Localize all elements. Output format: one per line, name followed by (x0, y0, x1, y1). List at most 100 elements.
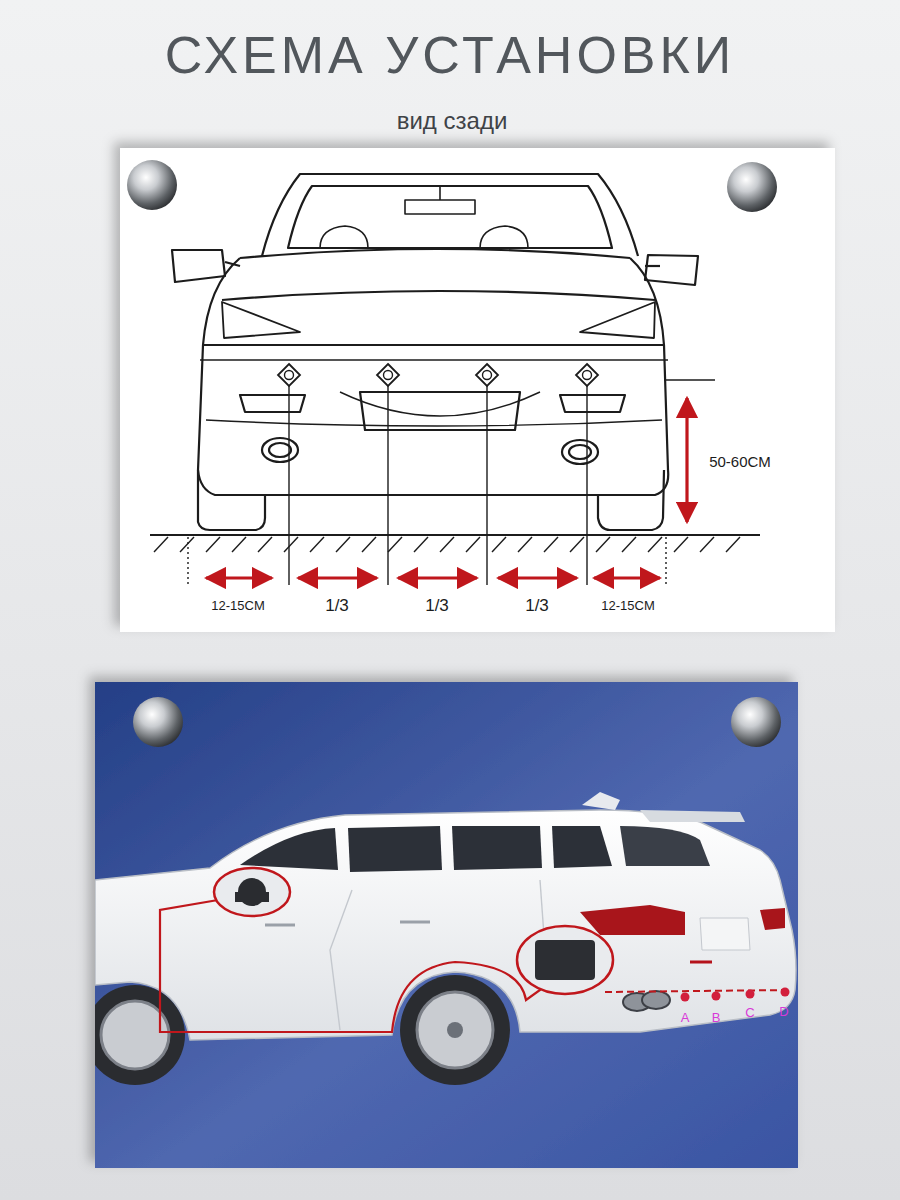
illustration-part (214, 868, 290, 916)
illustration-part (645, 255, 698, 285)
illustration-part (206, 576, 272, 579)
illustration-part (700, 918, 750, 950)
illustration-part (200, 359, 668, 360)
illustration-part (235, 892, 269, 902)
side-view-car (95, 792, 796, 1085)
blue-card (95, 682, 798, 1168)
hatch-stroke (544, 537, 558, 552)
hatch-stroke (466, 537, 480, 552)
illustration-part (101, 1001, 169, 1069)
sensor-diamond (476, 364, 498, 386)
illustration-part (203, 344, 664, 346)
sensor-ring (483, 371, 492, 380)
illustration-part (480, 226, 528, 248)
illustration-part (685, 398, 688, 522)
hatch-stroke (492, 537, 506, 552)
hatch-stroke (622, 537, 636, 552)
dimension-text: 50-60CM (709, 454, 771, 471)
hatch-stroke (362, 537, 376, 552)
illustration-part (447, 1022, 463, 1038)
illustration-part (452, 826, 542, 870)
illustration-part (645, 265, 660, 267)
illustration-part (781, 988, 790, 997)
sensor-ring (384, 371, 393, 380)
illustration-part (517, 926, 613, 994)
sensor-ring (583, 371, 592, 380)
hatch-stroke (310, 537, 324, 552)
sensor-guide (586, 386, 587, 585)
illustration-part (439, 186, 441, 200)
view-caption: вид сзади (397, 108, 508, 134)
dimension-arrows (206, 398, 687, 578)
sensor-diamond (377, 364, 399, 386)
illustration-part (150, 534, 760, 536)
sensor-mark (278, 364, 300, 585)
hatch-stroke (726, 537, 740, 552)
dimension-text: 1/3 (325, 597, 349, 616)
hatch-stroke (518, 537, 532, 552)
steel-pin (731, 697, 781, 747)
illustration-part (681, 993, 690, 1002)
illustration-part (348, 826, 442, 872)
illustration-part (160, 900, 548, 1032)
sensor-diamond (278, 364, 300, 386)
illustration-part (594, 576, 660, 579)
illustration-part (240, 828, 338, 870)
illustration-part (760, 908, 785, 930)
hatch-stroke (700, 537, 714, 552)
illustration-part (95, 985, 185, 1085)
hatch-stroke (154, 537, 168, 552)
dimension-text: 1/3 (525, 597, 549, 616)
illustration-part (172, 250, 225, 282)
illustration-part (417, 992, 493, 1068)
illustration-part (240, 395, 305, 412)
illustration-part (405, 200, 475, 214)
hatch-stroke (232, 537, 246, 552)
illustration-part (580, 302, 655, 338)
sensor-guide (387, 386, 388, 585)
illustration-part (240, 249, 630, 258)
hatch-stroke (596, 537, 610, 552)
sensor-guide (288, 386, 289, 585)
illustration-part (222, 302, 300, 338)
sensor-mark (476, 364, 498, 585)
hatch-stroke (648, 537, 662, 552)
illustration-part (288, 186, 612, 248)
hatch-stroke (570, 537, 584, 552)
illustration-part (552, 826, 612, 868)
sensor-letter: D (779, 1005, 788, 1019)
sensor-letter: A (681, 1011, 690, 1025)
sensor-letter: C (745, 1006, 754, 1020)
hatch-stroke (674, 537, 688, 552)
hatch-stroke (336, 537, 350, 552)
illustration-part (582, 792, 620, 810)
steel-pin (127, 160, 177, 210)
illustration-part (187, 537, 188, 585)
illustration-part (642, 991, 670, 1009)
hatch-stroke (180, 537, 194, 552)
illustration-part (330, 890, 352, 1030)
sensor-mark (377, 364, 399, 585)
illustration-part (262, 174, 638, 256)
illustration-part (580, 905, 685, 935)
illustration-part (598, 470, 664, 530)
illustration-part (269, 443, 291, 457)
illustration-part (535, 940, 595, 980)
illustration-part (400, 921, 430, 924)
illustration-part (640, 810, 745, 822)
illustration-part (340, 392, 540, 416)
illustration-part (560, 395, 625, 412)
wiring (160, 868, 790, 1032)
illustration-part (298, 576, 377, 579)
illustration-part (398, 576, 477, 579)
illustration-part (198, 258, 668, 495)
ground-line (150, 535, 760, 536)
illustration-part (320, 226, 368, 248)
illustration-part (222, 291, 655, 300)
hatch-stroke (258, 537, 272, 552)
hatch-stroke (206, 537, 220, 552)
illustration-part (690, 961, 712, 964)
illustration-part (746, 990, 755, 999)
illustration-part (665, 537, 666, 585)
